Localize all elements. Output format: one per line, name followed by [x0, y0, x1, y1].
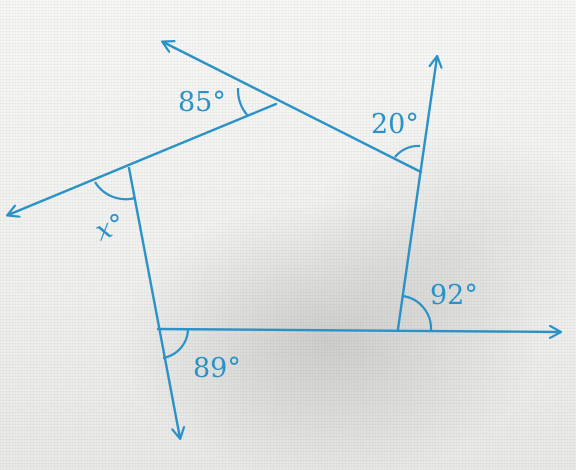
left-side-line: [127, 166, 180, 438]
upper-left-side-line: [8, 102, 278, 215]
angle-label-top: 85°: [178, 87, 226, 118]
right-side-line: [396, 57, 437, 331]
angle-label-left: x°: [91, 208, 129, 248]
upper-right-side-line: [163, 42, 423, 174]
angle-label-right: 92°: [430, 280, 478, 311]
bottom-side-line: [156, 329, 560, 332]
angle-arc-top-right: [394, 144, 421, 158]
angle-arc-left: [94, 181, 136, 201]
angle-arc-bottom: [162, 329, 190, 360]
angle-arc-right: [402, 294, 433, 331]
angle-label-top-right: 20°: [371, 109, 419, 140]
angle-label-bottom: 89°: [193, 353, 241, 384]
angle-arc-top: [236, 87, 249, 117]
